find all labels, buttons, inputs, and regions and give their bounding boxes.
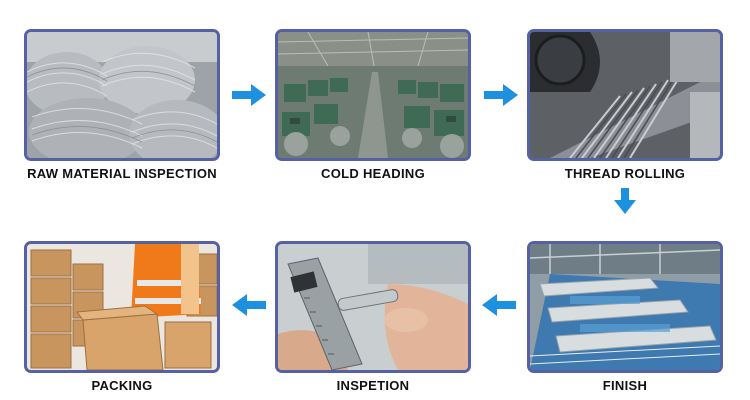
step-label: FINISH — [602, 378, 648, 393]
thread-rolling-photo — [527, 29, 723, 161]
arrow-left-icon — [232, 294, 266, 316]
step-label: PACKING — [91, 378, 153, 393]
step-label: INSPETION — [336, 378, 410, 393]
arrow-left-icon — [482, 294, 516, 316]
inspection-photo — [275, 241, 471, 373]
arrow-right-icon — [484, 84, 518, 106]
cold-heading-photo — [275, 29, 471, 161]
packing-photo — [24, 241, 220, 373]
finish-photo — [527, 241, 723, 373]
step-label: THREAD ROLLING — [564, 166, 686, 181]
arrow-right-icon — [232, 84, 266, 106]
step-label: COLD HEADING — [321, 166, 425, 181]
step-label: RAW MATERIAL INSPECTION — [27, 166, 217, 181]
arrow-down-icon — [614, 188, 636, 214]
raw-material-photo — [24, 29, 220, 161]
